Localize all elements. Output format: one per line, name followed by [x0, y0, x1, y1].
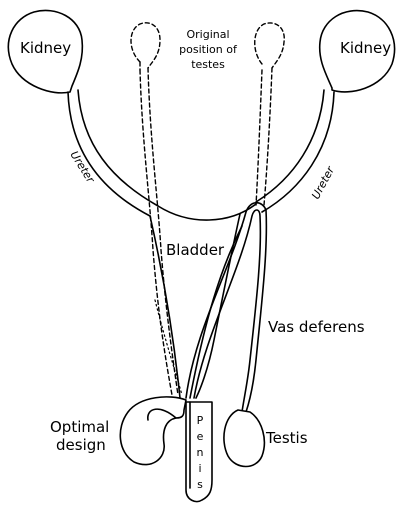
optimal-design-label-1: Optimal	[50, 418, 109, 436]
testis-shape	[224, 410, 264, 467]
original-vas-path-right-outer	[256, 70, 262, 205]
penis-letter: n	[197, 446, 204, 459]
original-position-label-1: Original	[186, 28, 229, 41]
ureter-right-label: Ureter	[309, 163, 338, 201]
testis-label: Testis	[265, 429, 308, 447]
optimal-design-shape	[120, 397, 186, 465]
original-vas-path-right-inner	[264, 68, 272, 205]
penis-label: P e n i s	[197, 414, 204, 491]
original-position-label-3: testes	[191, 58, 225, 71]
penis-letter: P	[197, 414, 204, 427]
optimal-design-label-2: design	[56, 436, 106, 454]
ureter-left-inner	[78, 90, 158, 206]
kidney-left-label: Kidney	[20, 39, 71, 57]
ureter-left-label: Ureter	[67, 149, 97, 187]
original-position-label-2: position of	[179, 43, 238, 56]
penis-letter: s	[197, 478, 203, 491]
original-testis-right	[255, 23, 285, 68]
bladder-label: Bladder	[166, 241, 225, 259]
penis-letter: e	[197, 430, 204, 443]
vas-deferens-label: Vas deferens	[268, 318, 365, 336]
kidney-right-label: Kidney	[340, 39, 391, 57]
original-vas-path-left-outer	[140, 70, 172, 395]
penis-letter: i	[198, 462, 201, 475]
original-testis-left	[131, 23, 160, 70]
